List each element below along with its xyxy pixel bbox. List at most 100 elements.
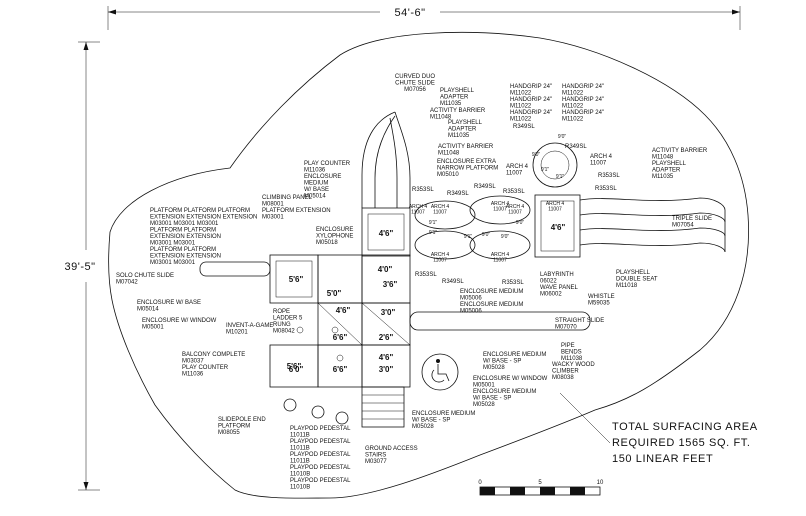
arch-tubes <box>414 142 578 260</box>
component-callout: R349SL <box>442 279 464 285</box>
height-dimension-text: 39'-5" <box>64 261 95 273</box>
component-callout: R353SL <box>502 280 524 286</box>
deck-height-label: 5'6" <box>289 275 304 284</box>
component-callout: R353SL <box>503 189 525 195</box>
deck-height-label: 4'6" <box>336 306 351 315</box>
tube-size-label: 9'1" <box>429 220 438 226</box>
surfacing-note-line: TOTAL SURFACING AREA <box>612 421 758 433</box>
deck-height-label: 6'6" <box>333 365 348 374</box>
tube-size-label: 9'1" <box>429 230 438 236</box>
width-dimension <box>107 6 741 30</box>
component-callout: R353SL <box>595 186 617 192</box>
component-callout: R349SL <box>474 184 496 190</box>
tube-size-label: 9'0" <box>532 152 541 158</box>
tube-size-labels: 9'0"9'0"9'1"9'1"9'1"9'1"9'0"9'0"9'1"9'0" <box>429 134 567 240</box>
deck-height-label: 6'6" <box>333 333 348 342</box>
curved-duo-chute-slide <box>361 111 411 208</box>
deck-height-label: 5'0" <box>327 289 342 298</box>
tube-size-label: 9'1" <box>464 234 473 240</box>
deck-height-label: 3'0" <box>379 365 394 374</box>
deck-height-label: 4'0" <box>378 265 393 274</box>
scale-label: 10 <box>597 480 604 486</box>
width-dimension-text: 54'-6" <box>394 7 425 19</box>
deck-height-labels: 4'6" 4'6" 4'0" 3'6" 5'6" 5'0" 4'6" 5'6" 3'0" 6'6"… <box>287 223 566 374</box>
scale-label: 5 <box>538 480 542 486</box>
component-callout: R353SL <box>598 173 620 179</box>
triple-slide <box>579 197 726 253</box>
component-callout: R353SL <box>412 187 434 193</box>
deck-structure <box>269 194 581 388</box>
component-callout: R349SL <box>513 124 535 130</box>
straight-slide <box>409 311 591 331</box>
component-callout: R349SL <box>447 191 469 197</box>
component-callout: R353SL <box>415 272 437 278</box>
surfacing-boundary <box>108 32 749 499</box>
deck-height-label: 5'6" <box>287 362 302 371</box>
deck-height-label: 3'0" <box>381 308 396 317</box>
height-dimension <box>78 41 100 491</box>
accessibility-icon <box>421 353 459 391</box>
playpod-pedestals <box>283 398 349 425</box>
tube-size-label: 9'1" <box>556 174 565 180</box>
deck-height-label: 4'6" <box>379 229 394 238</box>
surfacing-note-line: 150 LINEAR FEET <box>612 453 713 465</box>
surfacing-note-line: REQUIRED 1565 SQ. FT. <box>612 437 751 449</box>
deck-height-label: 2'6" <box>379 333 394 342</box>
deck-height-label: 3'6" <box>383 280 398 289</box>
tube-size-label: 9'0" <box>501 234 510 240</box>
deck-height-label: 6'0" <box>289 365 304 374</box>
scale-bar <box>479 486 601 496</box>
ground-access-stairs <box>361 386 405 428</box>
solo-chute-slide <box>199 261 271 277</box>
component-callout: R349SL <box>565 144 587 150</box>
deck-height-label: 4'6" <box>551 223 566 232</box>
tube-size-label: 9'0" <box>482 232 491 238</box>
tube-size-label: 9'0" <box>558 134 567 140</box>
